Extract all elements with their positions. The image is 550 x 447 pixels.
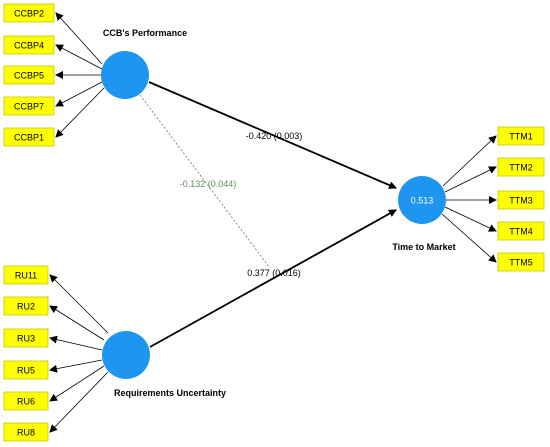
svg-text:CCBP1: CCBP1 [14,133,44,143]
svg-text:CCBP2: CCBP2 [14,9,44,19]
svg-text:CCBP5: CCBP5 [14,71,44,81]
indicator-ccbp2: CCBP2 [3,3,55,23]
ru-indicator-arrows [49,274,109,433]
indicator-ttm3: TTM3 [497,190,545,210]
svg-text:CCBP7: CCBP7 [14,102,44,112]
indicator-ru5: RU5 [3,360,49,380]
path-ru-ttm-label: 0.377 (0.016) [247,268,301,278]
time-to-market-label: Time to Market [392,242,455,252]
svg-text:RU5: RU5 [17,366,35,376]
svg-text:TTM4: TTM4 [509,227,533,237]
path-ccb-ttm-label: -0.420 (0.003) [246,131,303,141]
construct-ccb-performance [101,51,149,99]
svg-text:TTM3: TTM3 [509,196,533,206]
svg-text:TTM1: TTM1 [509,132,533,142]
svg-text:RU3: RU3 [17,334,35,344]
path-ccb-to-ttm [148,81,397,189]
indicator-ccbp4: CCBP4 [3,35,55,55]
indicator-ccbp1: CCBP1 [3,127,55,147]
svg-text:TTM2: TTM2 [509,163,533,173]
construct-requirements-uncertainty [102,331,150,379]
ttm-r-squared: 0.513 [411,196,434,206]
svg-text:RU6: RU6 [17,397,35,407]
indicator-ttm2: TTM2 [497,157,545,177]
svg-text:RU8: RU8 [17,428,35,438]
indicator-ttm1: TTM1 [497,126,545,146]
indicator-ru8: RU8 [3,422,49,442]
svg-text:RU2: RU2 [17,302,35,312]
path-ccb-ru-dashed [139,94,271,269]
svg-text:CCBP4: CCBP4 [14,41,44,51]
indicator-ru6: RU6 [3,391,49,411]
svg-text:RU11: RU11 [15,271,37,281]
requirements-uncertainty-label: Requirements Uncertainty [114,388,226,398]
indicator-ttm4: TTM4 [497,221,545,241]
indicator-ru11: RU11 [3,265,49,285]
path-ccb-ru-label: -0.132 (0.044) [180,179,237,189]
indicator-ru2: RU2 [3,296,49,316]
ccb-indicator-arrows [55,12,105,138]
indicator-ccbp5: CCBP5 [3,65,55,85]
indicator-ccbp7: CCBP7 [3,96,55,116]
path-ru-to-ttm [149,209,397,348]
svg-text:TTM5: TTM5 [509,258,533,268]
indicator-ttm5: TTM5 [497,252,545,272]
indicator-ru3: RU3 [3,328,49,348]
ttm-indicator-arrows [441,135,497,263]
ccb-performance-label: CCB's Performance [103,28,187,38]
construct-time-to-market [398,176,446,224]
